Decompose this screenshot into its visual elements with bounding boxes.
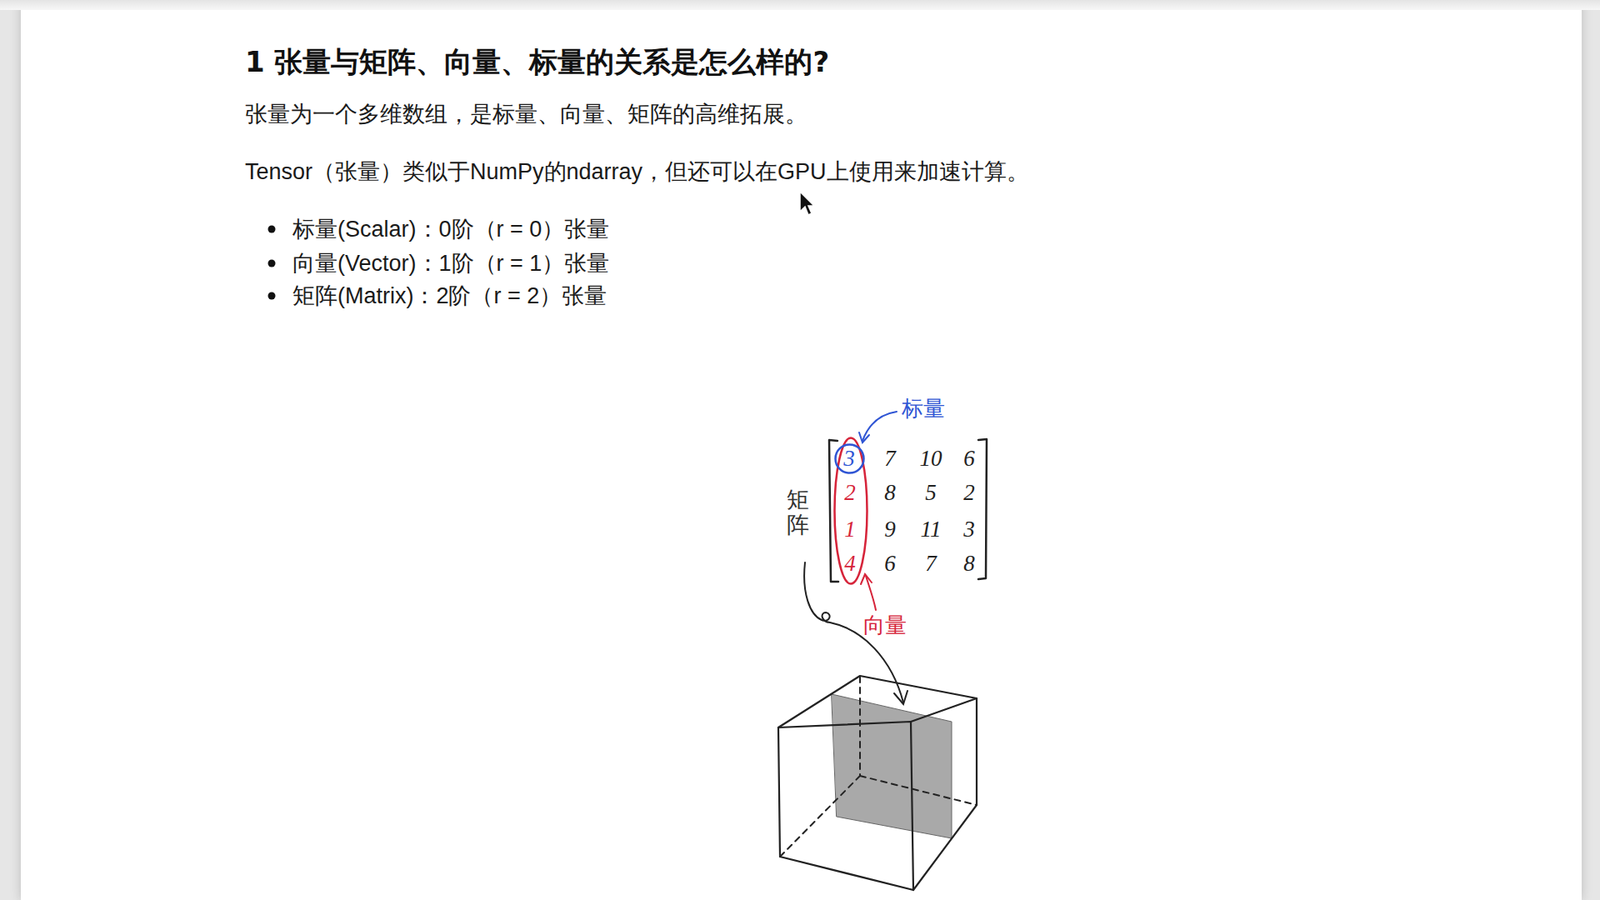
bullet-dots [268, 225, 276, 300]
paragraph: Tensor（张量）类似于NumPy的ndarray，但还可以在GPU上使用来加… [245, 156, 1030, 187]
matrix-label: 矩阵 [786, 487, 810, 537]
matrix-entry: 11 [920, 516, 942, 543]
outline-ellipse [835, 438, 868, 585]
node-text: 1 [844, 516, 856, 543]
bullet-item: 标量(Scalar)：0阶（r = 0）张量 [292, 214, 610, 245]
matrix-entry: 7 [925, 550, 937, 577]
matrix-entry: 8 [963, 550, 975, 577]
tensor-cube [778, 675, 977, 890]
node-text: 2 [844, 480, 856, 506]
bullet-item: 向量(Vector)：1阶（r = 1）张量 [292, 248, 610, 279]
mouse-cursor [800, 191, 815, 215]
vector-ellipse: 2 1 4 3 [833, 436, 869, 585]
bullet-item: 矩阵(Matrix)：2阶（r = 2）张量 [292, 280, 607, 311]
matrix-entry: 5 [925, 480, 937, 506]
scalar-label: 标量 [901, 394, 945, 424]
vector-label: 向量 [863, 610, 907, 640]
matrix-slice [831, 694, 952, 839]
outline-ellipse [835, 444, 864, 473]
paragraph: 张量为一个多维数组，是标量、向量、矩阵的高维拓展。 [245, 99, 808, 130]
page-title: 1 张量与矩阵、向量、标量的关系是怎么样的? [245, 43, 830, 82]
top-bar [0, 0, 1600, 10]
matrix-entry: 6 [963, 445, 975, 472]
matrix-entry: 8 [884, 480, 896, 506]
matrix-entry: 9 [884, 516, 896, 543]
node-text: 3 [843, 445, 855, 472]
node-text: 4 [844, 550, 856, 577]
matrix-entry: 3 [963, 516, 975, 543]
vector-leader [860, 574, 876, 610]
scalar-circle: 3 [834, 443, 865, 475]
scalar-leader [859, 411, 897, 443]
matrix-entry: 10 [920, 445, 943, 472]
matrix-entry: 2 [963, 480, 975, 506]
matrix-entry: 7 [884, 445, 896, 472]
matrix-brackets [829, 439, 987, 582]
matrix-entry: 6 [884, 550, 896, 577]
page-sheet [20, 0, 1582, 900]
